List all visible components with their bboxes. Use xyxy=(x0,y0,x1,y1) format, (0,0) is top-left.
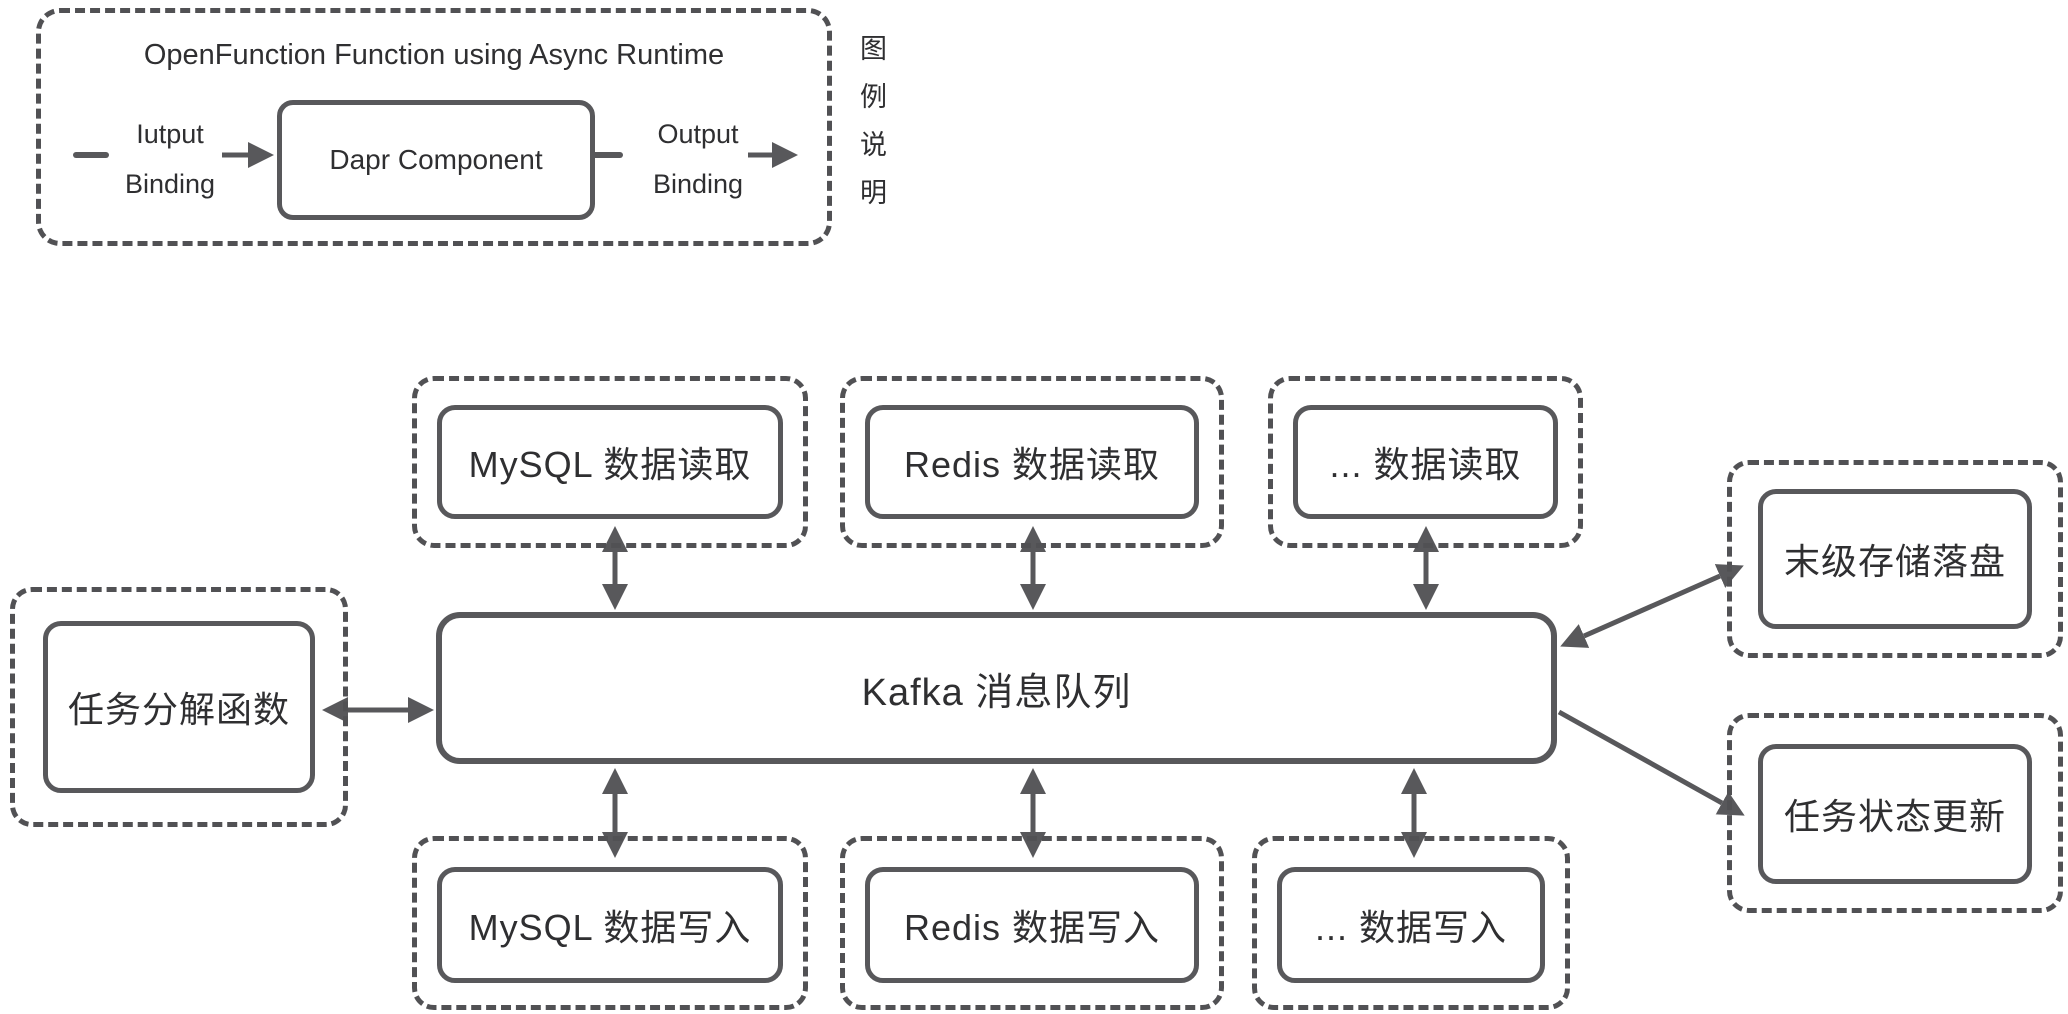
arrow-kafka-final-storage xyxy=(1560,564,1744,648)
legend-output-binding-label: Output Binding xyxy=(652,119,744,199)
node-task-decompose-inner: 任务分解函数 xyxy=(43,621,315,793)
legend-dapr-component-box: Dapr Component xyxy=(277,100,595,220)
final-storage-label: 末级存储落盘 xyxy=(1783,541,2006,582)
task-status-label: 任务状态更新 xyxy=(1783,796,2006,837)
legend-dapr-component-label: Dapr Component xyxy=(329,144,543,175)
node-task-decompose: 任务分解函数 xyxy=(10,587,348,827)
node-mysql-read: MySQL 数据读取 xyxy=(412,376,808,548)
legend-title: OpenFunction Function using Async Runtim… xyxy=(143,39,725,71)
node-kafka: Kafka 消息队列 xyxy=(436,612,1557,764)
mysql-read-label: MySQL 数据读取 xyxy=(468,444,752,485)
node-task-status-inner: 任务状态更新 xyxy=(1758,744,2032,884)
node-other-write: ... 数据写入 xyxy=(1252,836,1570,1010)
node-other-read: ... 数据读取 xyxy=(1268,376,1583,548)
mysql-write-label: MySQL 数据写入 xyxy=(468,907,752,948)
node-mysql-write: MySQL 数据写入 xyxy=(412,836,808,1010)
node-redis-write: Redis 数据写入 xyxy=(840,836,1224,1010)
legend-box: OpenFunction Function using Async Runtim… xyxy=(36,8,832,246)
legend-input-binding-label: Iutput Binding xyxy=(124,119,216,199)
node-mysql-write-inner: MySQL 数据写入 xyxy=(437,867,783,983)
other-write-label: ... 数据写入 xyxy=(1314,907,1507,948)
node-final-storage-inner: 末级存储落盘 xyxy=(1758,489,2032,629)
node-task-status: 任务状态更新 xyxy=(1727,713,2063,913)
node-redis-read-inner: Redis 数据读取 xyxy=(865,405,1199,519)
node-mysql-read-inner: MySQL 数据读取 xyxy=(437,405,783,519)
legend-caption-vertical: 图例说明 xyxy=(856,34,886,226)
kafka-label: Kafka 消息队列 xyxy=(861,671,1132,714)
node-other-read-inner: ... 数据读取 xyxy=(1293,405,1558,519)
arrow-kafka-task-status xyxy=(1557,709,1745,816)
node-other-write-inner: ... 数据写入 xyxy=(1277,867,1545,983)
other-read-label: ... 数据读取 xyxy=(1329,444,1522,485)
redis-write-label: Redis 数据写入 xyxy=(903,907,1161,948)
node-final-storage: 末级存储落盘 xyxy=(1727,460,2063,658)
redis-read-label: Redis 数据读取 xyxy=(903,444,1161,485)
node-redis-read: Redis 数据读取 xyxy=(840,376,1224,548)
node-redis-write-inner: Redis 数据写入 xyxy=(865,867,1199,983)
task-decompose-label: 任务分解函数 xyxy=(67,689,290,730)
